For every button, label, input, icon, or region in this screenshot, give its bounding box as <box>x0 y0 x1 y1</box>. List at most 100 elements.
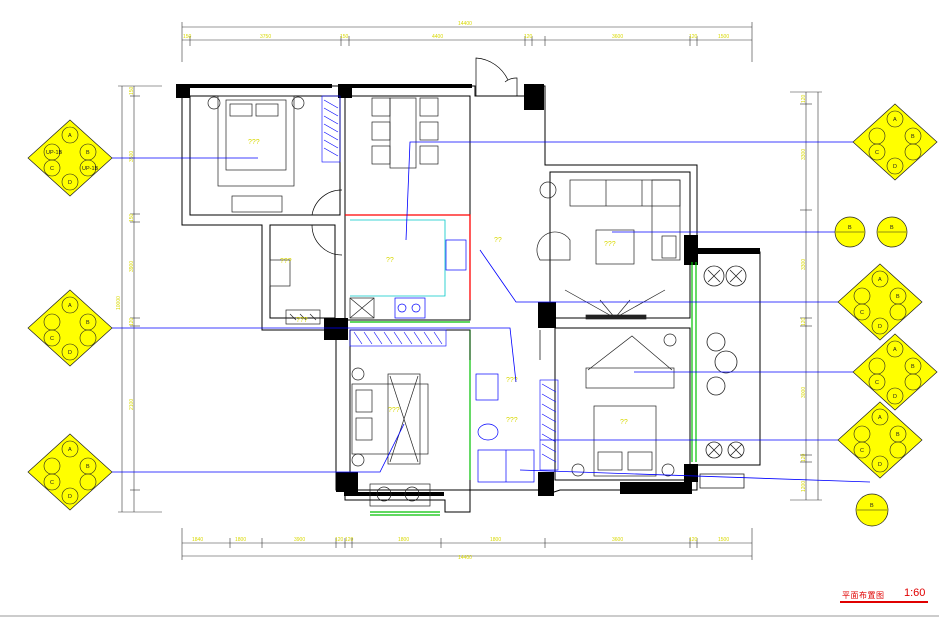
room-label-bath: ??? <box>506 417 518 424</box>
room-label-dining: ?? <box>494 237 502 244</box>
living-room-furniture <box>536 179 681 320</box>
tag-cluster-left-2: A B C D <box>27 289 113 367</box>
right-dimension-4: 120 <box>801 317 807 326</box>
left-dimension-6: 2100 <box>129 399 135 410</box>
top-dimension-chain <box>181 22 753 62</box>
tag-6-c: C <box>875 380 879 386</box>
bottom-dimension-4: 120 <box>335 537 344 543</box>
doors <box>311 57 541 360</box>
bottom-dimension-3: 3900 <box>294 537 305 543</box>
left-dimension-3: 150 <box>129 213 135 222</box>
bottom-dimension-chain <box>181 528 753 560</box>
tag-1-b: B <box>86 150 90 156</box>
kitchen-counter <box>350 219 446 297</box>
exterior-walls <box>181 85 761 513</box>
room-label-kitchen: ?? <box>386 257 394 264</box>
dining-table <box>371 97 439 169</box>
tag-2-a: A <box>68 303 72 309</box>
left-dimension-2: 3500 <box>129 151 135 162</box>
leader-lines <box>100 141 871 483</box>
tag-3-a: A <box>68 447 72 453</box>
tag-7-d: D <box>878 462 882 468</box>
tag-4-d: D <box>893 164 897 170</box>
kitchen-fixtures <box>349 239 467 319</box>
right-dimension-2: 3300 <box>801 149 807 160</box>
tag-1-c: C <box>50 166 54 172</box>
tag-6-b: B <box>911 364 915 370</box>
left-dimension-5: 120 <box>129 317 135 326</box>
tag-pair-right: B B <box>834 216 908 248</box>
top-dimension-3: 150 <box>340 34 349 40</box>
bedroom-1-furniture <box>207 95 305 213</box>
tag-pair-left-label: B <box>848 225 852 231</box>
bedroom-3-furniture <box>571 333 677 477</box>
tag-cluster-right-2: A B C D <box>837 263 923 341</box>
drawing-scale: 1:60 <box>904 587 926 599</box>
tag-single-label: B <box>870 503 874 509</box>
tag-2-b: B <box>86 320 90 326</box>
right-dimension-5: 3000 <box>801 387 807 398</box>
right-dimension-6: 120 <box>801 453 807 462</box>
tag-6-d: D <box>893 394 897 400</box>
tag-cluster-right-1: A B C D <box>852 103 938 181</box>
balcony-furniture <box>699 265 747 489</box>
bottom-dimension-6: 1800 <box>398 537 409 543</box>
top-dimension-1: 150 <box>183 34 192 40</box>
tag-2-d: D <box>68 350 72 356</box>
tag-3-d: D <box>68 494 72 500</box>
top-dimension-4: 4400 <box>432 34 443 40</box>
bedroom-2-furniture <box>351 367 431 507</box>
tag-cluster-right-3: A B C D <box>852 333 938 411</box>
title-underline <box>840 601 928 603</box>
left-dimension-1: 150 <box>129 86 135 95</box>
kitchen-partition <box>345 214 471 300</box>
tag-7-c: C <box>860 448 864 454</box>
right-dimension-3: 3300 <box>801 259 807 270</box>
wardrobe-2 <box>349 329 447 347</box>
tag-6-a: A <box>893 347 897 353</box>
top-total-dimension: 14400 <box>458 21 472 27</box>
top-dimension-5: 120 <box>524 34 533 40</box>
room-label-living: ??? <box>604 241 616 248</box>
tag-single-bottom-right: B <box>855 493 889 527</box>
right-dimension-1: 120 <box>801 94 807 103</box>
bottom-dimension-9: 120 <box>689 537 698 543</box>
tag-1-up1: UP-1B <box>46 150 63 156</box>
bottom-dimension-7: 1800 <box>490 537 501 543</box>
bottom-dimension-10: 1500 <box>718 537 729 543</box>
structural-columns <box>176 84 760 496</box>
wardrobe-1 <box>321 95 341 163</box>
windows <box>350 262 697 516</box>
tag-5-b: B <box>896 294 900 300</box>
right-dimension-7: 1200 <box>801 481 807 492</box>
right-dimension-chain <box>790 91 822 501</box>
wardrobe-3 <box>539 379 559 471</box>
tag-cluster-left-1: A UP-1B B C UP-1B D <box>27 119 113 197</box>
room-label-hall: ??? <box>506 377 518 384</box>
tag-5-c: C <box>860 310 864 316</box>
tag-4-b: B <box>911 134 915 140</box>
tag-1-d: D <box>68 180 72 186</box>
room-label-drying: ??? <box>296 317 308 324</box>
left-dimension-chain <box>118 85 162 513</box>
bottom-dimension-2: 1800 <box>235 537 246 543</box>
drawing-title: 平面布置图 <box>842 591 885 600</box>
bottom-dimension-8: 3600 <box>612 537 623 543</box>
top-dimension-2: 3750 <box>260 34 271 40</box>
room-label-bedroom-1: ??? <box>248 139 260 146</box>
tag-cluster-right-4: A B C D <box>837 401 923 479</box>
tag-3-b: B <box>86 464 90 470</box>
tag-4-c: C <box>875 150 879 156</box>
bottom-dimension-5: 120 <box>345 537 354 543</box>
room-label-bedroom-2: ??? <box>388 407 400 414</box>
laundry-fixtures <box>269 259 321 325</box>
top-dimension-6: 3600 <box>612 34 623 40</box>
bottom-total-dimension: 14400 <box>458 555 472 561</box>
tag-pair-right-label: B <box>890 225 894 231</box>
tag-1-up2: UP-1B <box>82 166 99 172</box>
bottom-dimension-1: 1840 <box>192 537 203 543</box>
top-dimension-7: 120 <box>689 34 698 40</box>
left-dimension-4: 3900 <box>129 261 135 272</box>
bathroom-fixtures <box>475 373 535 483</box>
